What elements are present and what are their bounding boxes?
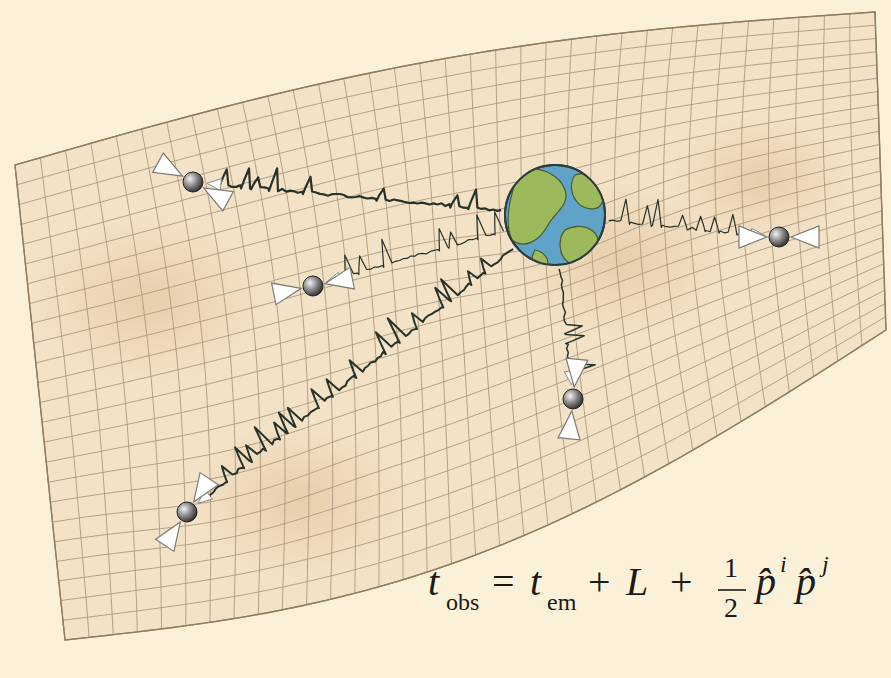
grid-line bbox=[38, 158, 880, 383]
pulsar-beam bbox=[558, 411, 580, 440]
equation-term: i bbox=[780, 552, 787, 576]
grid-line bbox=[369, 73, 403, 580]
grid-line bbox=[63, 317, 886, 621]
equation-term: 1 bbox=[724, 554, 738, 582]
grid-line bbox=[142, 129, 186, 626]
pulsar-beam bbox=[153, 153, 183, 176]
grid-line bbox=[53, 251, 884, 523]
grid-line bbox=[17, 25, 875, 185]
grid-line bbox=[30, 105, 879, 304]
grid-line bbox=[40, 158, 89, 638]
grid-lines bbox=[17, 14, 885, 638]
grid-line bbox=[23, 65, 877, 244]
pulsar-beam bbox=[156, 522, 181, 551]
equation-term: p̂ bbox=[796, 562, 816, 602]
sheet-fill bbox=[15, 12, 886, 640]
pulsar-beam bbox=[272, 283, 302, 305]
grid-line bbox=[19, 39, 876, 205]
grid-line bbox=[496, 50, 524, 536]
grid-line bbox=[664, 28, 693, 450]
pulsar-beam bbox=[204, 188, 234, 211]
pulse-train bbox=[204, 249, 513, 500]
grid-line bbox=[50, 237, 882, 502]
sheet-edge bbox=[15, 12, 886, 640]
pulsar bbox=[563, 389, 583, 409]
pulse-train bbox=[332, 212, 503, 281]
pulse-train bbox=[609, 199, 758, 236]
equation-term: obs bbox=[446, 590, 479, 614]
grid-line bbox=[445, 59, 476, 556]
grid-line bbox=[850, 14, 862, 346]
pulse-train bbox=[215, 168, 502, 211]
equation-term: t bbox=[530, 562, 541, 602]
equation-term: j bbox=[822, 552, 829, 576]
equation-term: 2 bbox=[724, 594, 738, 622]
pulsar-beam bbox=[739, 226, 767, 248]
pulse-trains bbox=[198, 168, 765, 503]
spacetime-sheet bbox=[15, 12, 886, 640]
grid-line bbox=[420, 63, 452, 564]
grid-line bbox=[293, 90, 333, 599]
equation-term: L bbox=[626, 562, 648, 602]
grid-line bbox=[34, 131, 879, 343]
grid-line bbox=[42, 184, 881, 422]
grid-line bbox=[55, 264, 884, 542]
pulsar-beam bbox=[566, 358, 588, 387]
fraction-bar bbox=[718, 589, 746, 591]
equation-term: = bbox=[492, 562, 515, 602]
pulsar bbox=[769, 227, 789, 247]
grid-line bbox=[319, 84, 357, 593]
grid-line bbox=[48, 224, 882, 482]
earth bbox=[505, 165, 605, 268]
grid-line bbox=[21, 52, 876, 225]
grid-line bbox=[344, 79, 379, 587]
pulsar-beam bbox=[325, 267, 355, 289]
equation-term: p̂ bbox=[756, 562, 776, 602]
pulsar bbox=[183, 172, 203, 192]
grid-line bbox=[470, 54, 499, 545]
grid-line bbox=[57, 277, 885, 561]
grid-line bbox=[28, 92, 878, 284]
grid-line bbox=[521, 46, 548, 525]
equation-term: t bbox=[428, 562, 439, 602]
equation-term: + bbox=[588, 562, 611, 602]
grid-line bbox=[268, 96, 309, 605]
grid-line bbox=[769, 19, 790, 392]
pulsar-beam bbox=[194, 473, 219, 502]
pulsar-beam bbox=[791, 226, 819, 248]
grid-line bbox=[59, 290, 885, 581]
grid-line bbox=[46, 211, 882, 462]
pulsars bbox=[153, 153, 819, 551]
grid-line bbox=[823, 16, 838, 362]
sheet-shading bbox=[30, 216, 270, 384]
pulsar bbox=[177, 502, 197, 522]
grid-line bbox=[36, 145, 880, 363]
equation-term: em bbox=[547, 590, 576, 614]
sheet-shading bbox=[190, 423, 410, 577]
grid-line bbox=[25, 78, 877, 264]
pulsar bbox=[303, 276, 323, 296]
equation-term: + bbox=[670, 562, 693, 602]
grid-line bbox=[796, 17, 814, 376]
grid-line bbox=[66, 151, 114, 635]
